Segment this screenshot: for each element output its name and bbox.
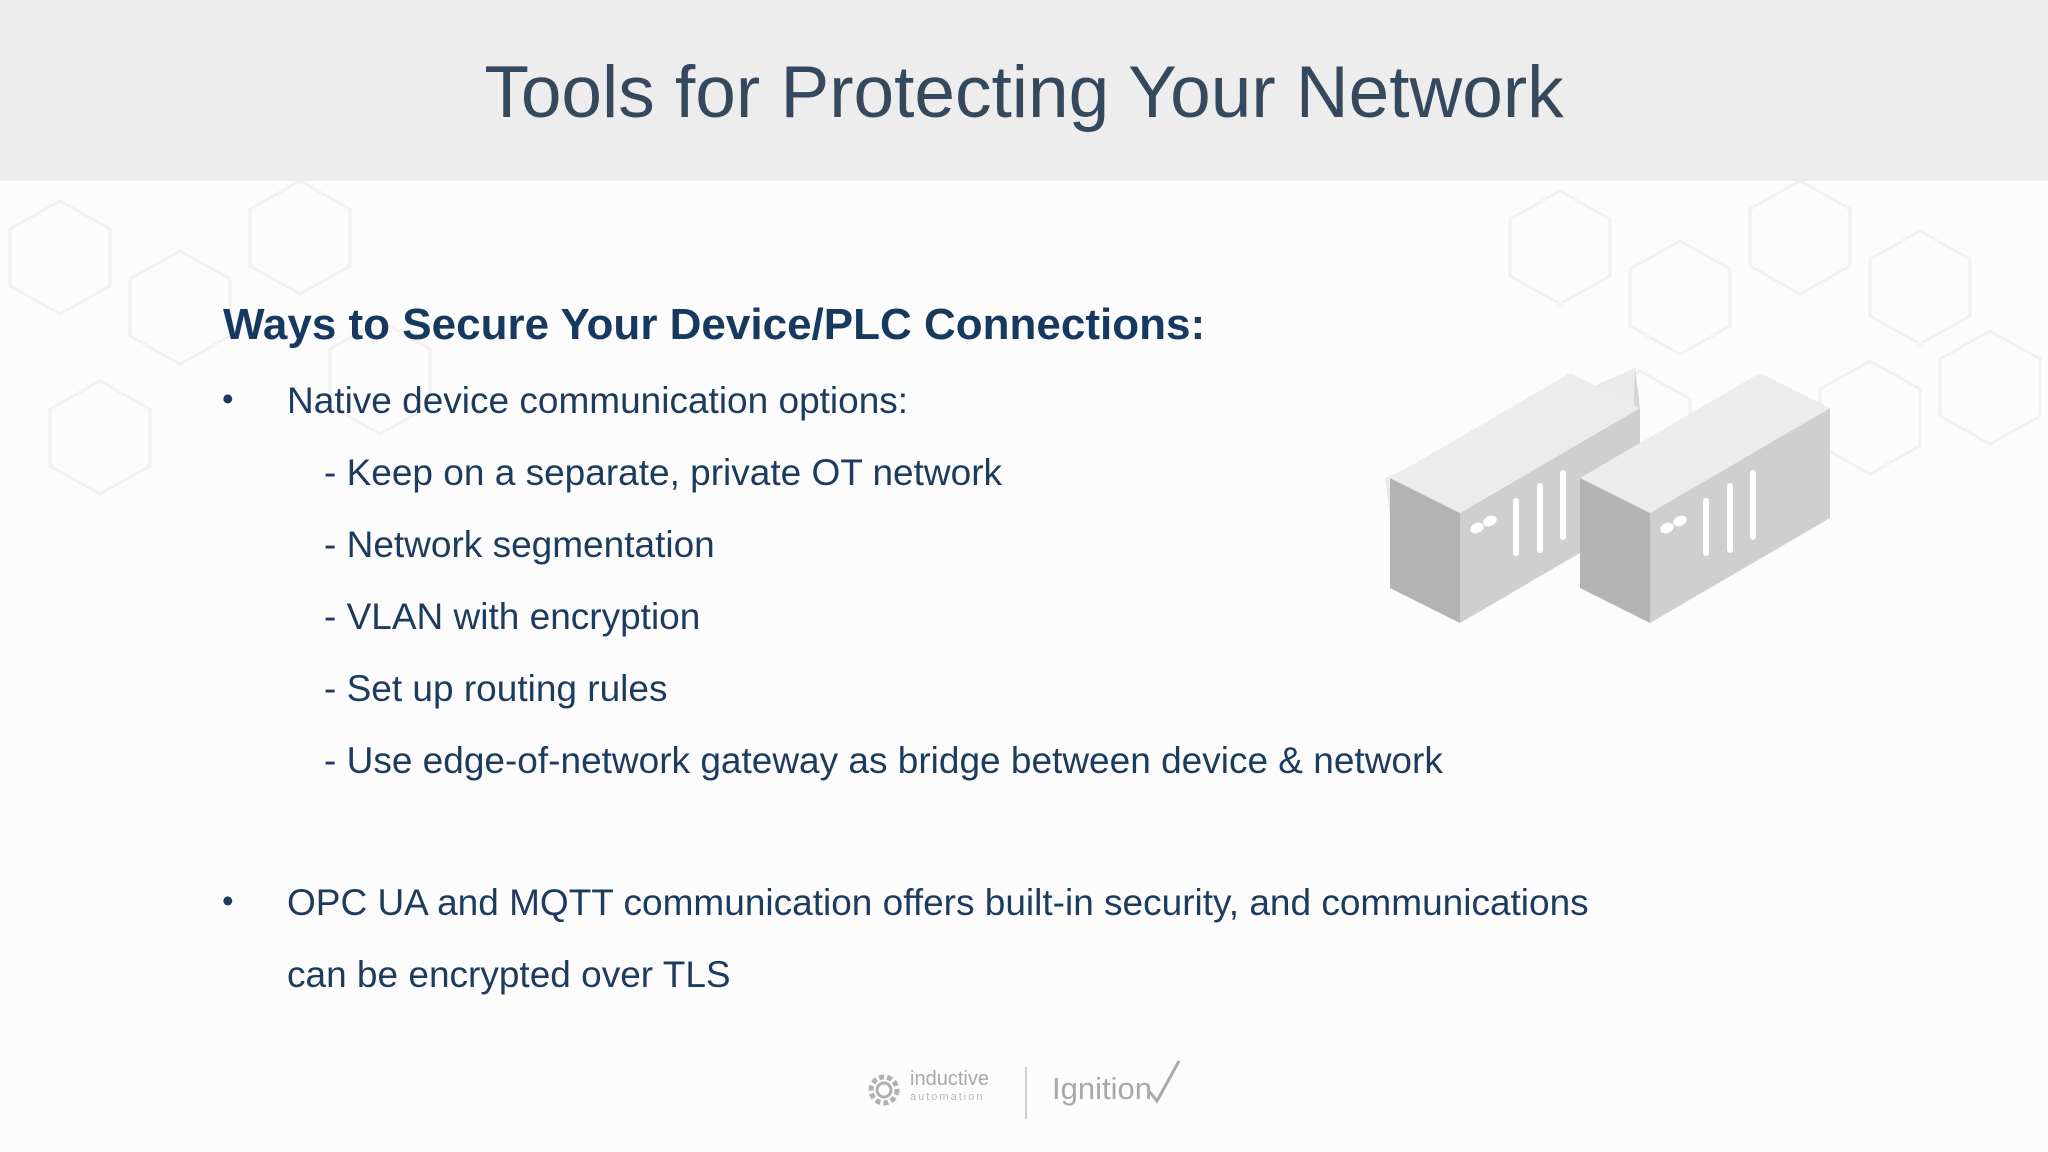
subitem-edge-gateway: - Use edge-of-network gateway as bridge … (324, 740, 1443, 781)
inductive-automation-logo: inductive (910, 1068, 989, 1090)
bullet-item-native: Native device communication options: (287, 380, 909, 421)
subitem-vlan: - VLAN with encryption (324, 596, 701, 637)
bullet-item-opcua-mqtt-continued: can be encrypted over TLS (287, 954, 731, 995)
bullet-item-opcua-mqtt: OPC UA and MQTT communication offers bui… (287, 882, 1589, 923)
checkmark-icon (1147, 1060, 1181, 1104)
footer-logos: inductive automation Ignition (860, 1055, 1190, 1125)
inductive-automation-logo-subtext: automation (910, 1091, 985, 1103)
server-icon (1385, 368, 1640, 623)
server-pair-illustration (1385, 368, 1830, 623)
hexagon-pattern-background (8, 181, 2042, 496)
title-bar (0, 0, 2048, 181)
bullet-marker: • (222, 380, 234, 417)
section-heading: Ways to Secure Your Device/PLC Connectio… (223, 300, 1206, 349)
ignition-logo: Ignition (1052, 1071, 1152, 1106)
subitem-routing: - Set up routing rules (324, 668, 668, 709)
subitem-private-network: - Keep on a separate, private OT network (324, 452, 1003, 493)
bullet-marker: • (222, 882, 234, 919)
gear-icon (868, 1074, 900, 1106)
logo-divider (1025, 1067, 1027, 1119)
subitem-segmentation: - Network segmentation (324, 524, 715, 565)
server-icon (1580, 373, 1830, 623)
slide-title: Tools for Protecting Your Network (484, 52, 1564, 133)
